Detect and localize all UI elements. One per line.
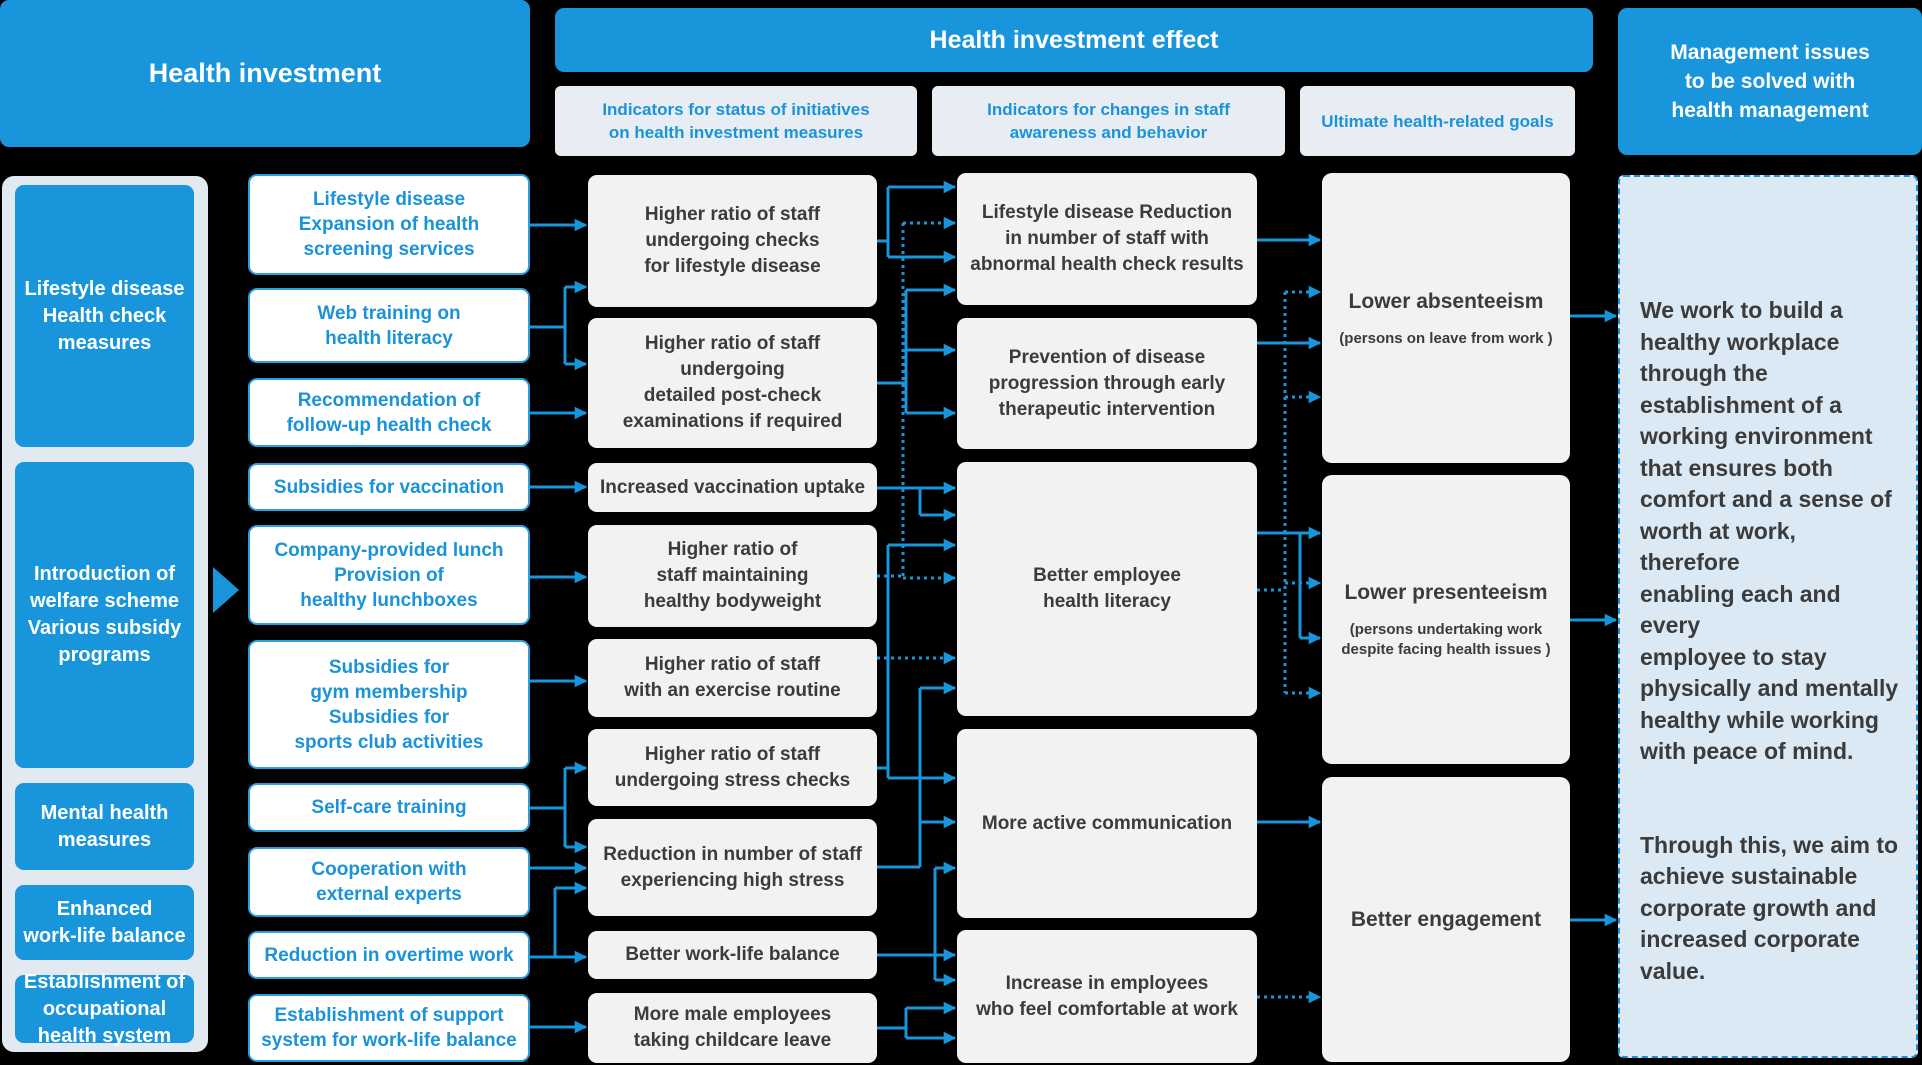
goal-label: Better engagement [1350, 907, 1542, 931]
header-health-investment: Health investment [0, 0, 530, 147]
initiative-indicator-box-7: Reduction in number of staff experiencin… [588, 819, 877, 916]
goal-label: Lower absenteeism [1348, 289, 1544, 313]
measure-box-4: Subsidies for vaccination [248, 463, 530, 511]
subheader-ultimate-goals: Ultimate health-related goals [1300, 86, 1575, 156]
goal-note: (persons on leave from work ) [1339, 329, 1553, 347]
category-box-3: Mental health measures [15, 783, 194, 870]
management-paragraph-1: We work to build a healthy workplace thr… [1640, 297, 1899, 764]
category-box-1: Lifestyle disease Health check measures [15, 185, 194, 447]
initiative-indicator-box-9: More male employees taking childcare lea… [588, 993, 877, 1063]
subheader-awareness-indicators: Indicators for changes in staff awarenes… [932, 86, 1285, 156]
category-pointer-arrow-icon [213, 567, 239, 613]
measure-box-8: Cooperation with external experts [248, 847, 530, 917]
category-box-4: Enhanced work-life balance [15, 885, 194, 960]
awareness-indicator-box-1: Lifestyle disease Reduction in number of… [957, 173, 1257, 305]
category-box-5: Establishment of occupational health sys… [15, 971, 194, 1047]
initiative-indicator-box-8: Better work-life balance [588, 931, 877, 979]
header-management-issues: Management issues to be solved with heal… [1618, 8, 1922, 155]
management-goal-box: We work to build a healthy workplace thr… [1618, 175, 1918, 1058]
measure-box-6: Subsidies for gym membership Subsidies f… [248, 640, 530, 769]
measure-box-10: Establishment of support system for work… [248, 994, 530, 1062]
initiative-indicator-box-2: Higher ratio of staff undergoing detaile… [588, 318, 877, 448]
initiative-indicator-box-1: Higher ratio of staff undergoing checks … [588, 175, 877, 307]
awareness-indicator-box-4: More active communication [957, 729, 1257, 918]
measure-box-5: Company-provided lunch Provision of heal… [248, 525, 530, 625]
initiative-indicator-box-4: Higher ratio of staff maintaining health… [588, 525, 877, 627]
initiative-indicator-box-6: Higher ratio of staff undergoing stress … [588, 729, 877, 806]
measure-box-2: Web training on health literacy [248, 288, 530, 363]
measure-box-9: Reduction in overtime work [248, 931, 530, 979]
goal-box-3: Better engagement [1322, 777, 1570, 1062]
awareness-indicator-box-3: Better employee health literacy [957, 462, 1257, 716]
header-health-investment-effect: Health investment effect [555, 8, 1593, 72]
measure-box-7: Self-care training [248, 783, 530, 832]
initiative-indicator-box-5: Higher ratio of staff with an exercise r… [588, 639, 877, 717]
awareness-indicator-box-2: Prevention of disease progression throug… [957, 318, 1257, 449]
goal-label: Lower presenteeism [1344, 581, 1548, 604]
awareness-indicator-box-5: Increase in employees who feel comfortab… [957, 930, 1257, 1063]
category-box-2: Introduction of welfare scheme Various s… [15, 462, 194, 768]
management-paragraph-2: Through this, we aim to achieve sustaina… [1640, 831, 1899, 984]
subheader-initiative-indicators: Indicators for status of initiatives on … [555, 86, 917, 156]
goal-box-2: Lower presenteeism (persons undertaking w… [1322, 475, 1570, 764]
goal-box-1: Lower absenteeism (persons on leave from … [1322, 173, 1570, 463]
initiative-indicator-box-3: Increased vaccination uptake [588, 463, 877, 512]
goal-note: (persons undertaking work despite facing… [1341, 621, 1551, 658]
measure-box-3: Recommendation of follow-up health check [248, 378, 530, 447]
measure-box-1: Lifestyle disease Expansion of health sc… [248, 174, 530, 275]
